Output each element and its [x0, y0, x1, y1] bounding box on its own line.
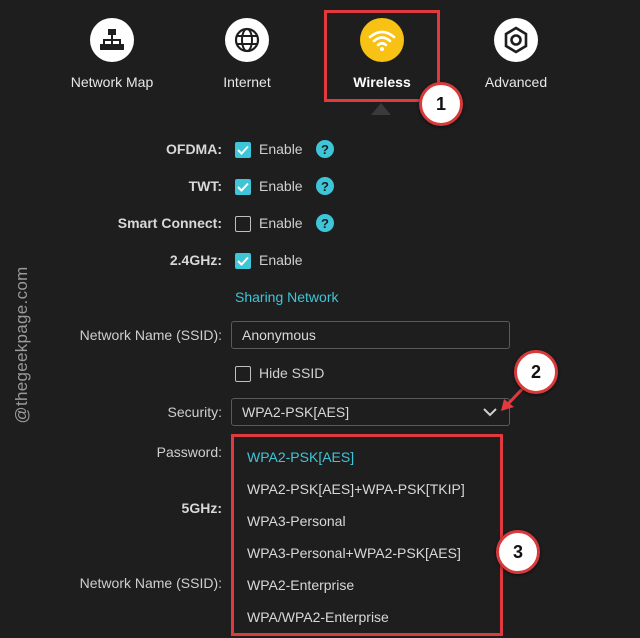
security-select[interactable]: WPA2-PSK[AES] [231, 398, 510, 426]
network-map-icon [100, 29, 124, 50]
security-label: Security: [167, 404, 222, 420]
smart-connect-enable-text: Enable [259, 215, 303, 231]
callout-1: 1 [419, 82, 463, 126]
band-24-enable-text: Enable [259, 252, 303, 268]
sharing-network-link[interactable]: Sharing Network [235, 289, 339, 305]
security-option[interactable]: WPA3-Personal+WPA2-PSK[AES] [247, 545, 461, 561]
chevron-down-icon [483, 408, 497, 417]
smart-connect-checkbox[interactable] [235, 216, 251, 232]
hide-ssid-checkbox[interactable] [235, 366, 251, 382]
nav-advanced-icon[interactable] [494, 18, 538, 62]
nav-label-network-map[interactable]: Network Map [70, 74, 154, 90]
annotation-box-wireless [324, 10, 440, 102]
nav-label-internet[interactable]: Internet [223, 74, 271, 90]
watermark: @thegeekpage.com [12, 266, 31, 424]
gear-icon [504, 26, 528, 54]
active-tab-pointer [371, 103, 391, 115]
smart-connect-help-icon[interactable]: ? [316, 214, 334, 232]
security-option[interactable]: WPA2-PSK[AES]+WPA-PSK[TKIP] [247, 481, 465, 497]
band-24-label: 2.4GHz: [169, 252, 222, 268]
checkmark-icon [237, 182, 249, 192]
security-select-value: WPA2-PSK[AES] [242, 404, 350, 420]
nav-network-map-icon[interactable] [90, 18, 134, 62]
callout-3: 3 [496, 530, 540, 574]
security-option[interactable]: WPA2-PSK[AES] [247, 449, 355, 465]
ofdma-label: OFDMA: [166, 141, 222, 157]
annotation-box-security-options [231, 434, 503, 636]
checkmark-icon [237, 256, 249, 266]
globe-icon [234, 27, 260, 53]
twt-help-icon[interactable]: ? [316, 177, 334, 195]
callout-2: 2 [514, 350, 558, 394]
nav-label-advanced[interactable]: Advanced [484, 74, 548, 90]
security-option[interactable]: WPA2-Enterprise [247, 577, 355, 593]
wifi-icon [368, 30, 396, 51]
hide-ssid-text: Hide SSID [259, 365, 325, 381]
ofdma-help-icon[interactable]: ? [316, 140, 334, 158]
band-5-label: 5GHz: [181, 500, 222, 516]
nav-wireless-icon[interactable] [360, 18, 404, 62]
twt-enable-text: Enable [259, 178, 303, 194]
ssid-5-label: Network Name (SSID): [79, 575, 222, 591]
twt-checkbox[interactable] [235, 179, 251, 195]
nav-label-wireless[interactable]: Wireless [353, 74, 411, 90]
twt-label: TWT: [188, 178, 222, 194]
ofdma-checkbox[interactable] [235, 142, 251, 158]
password-label: Password: [156, 444, 222, 460]
security-dropdown-menu: WPA2-PSK[AES] WPA2-PSK[AES]+WPA-PSK[TKIP… [233, 437, 501, 633]
ssid-input[interactable]: Anonymous [231, 321, 510, 349]
ssid-label: Network Name (SSID): [79, 327, 222, 343]
checkmark-icon [237, 145, 249, 155]
nav-internet-icon[interactable] [225, 18, 269, 62]
security-option[interactable]: WPA3-Personal [247, 513, 346, 529]
smart-connect-label: Smart Connect: [117, 215, 222, 231]
band-24-checkbox[interactable] [235, 253, 251, 269]
ofdma-enable-text: Enable [259, 141, 303, 157]
security-option[interactable]: WPA/WPA2-Enterprise [247, 609, 389, 625]
